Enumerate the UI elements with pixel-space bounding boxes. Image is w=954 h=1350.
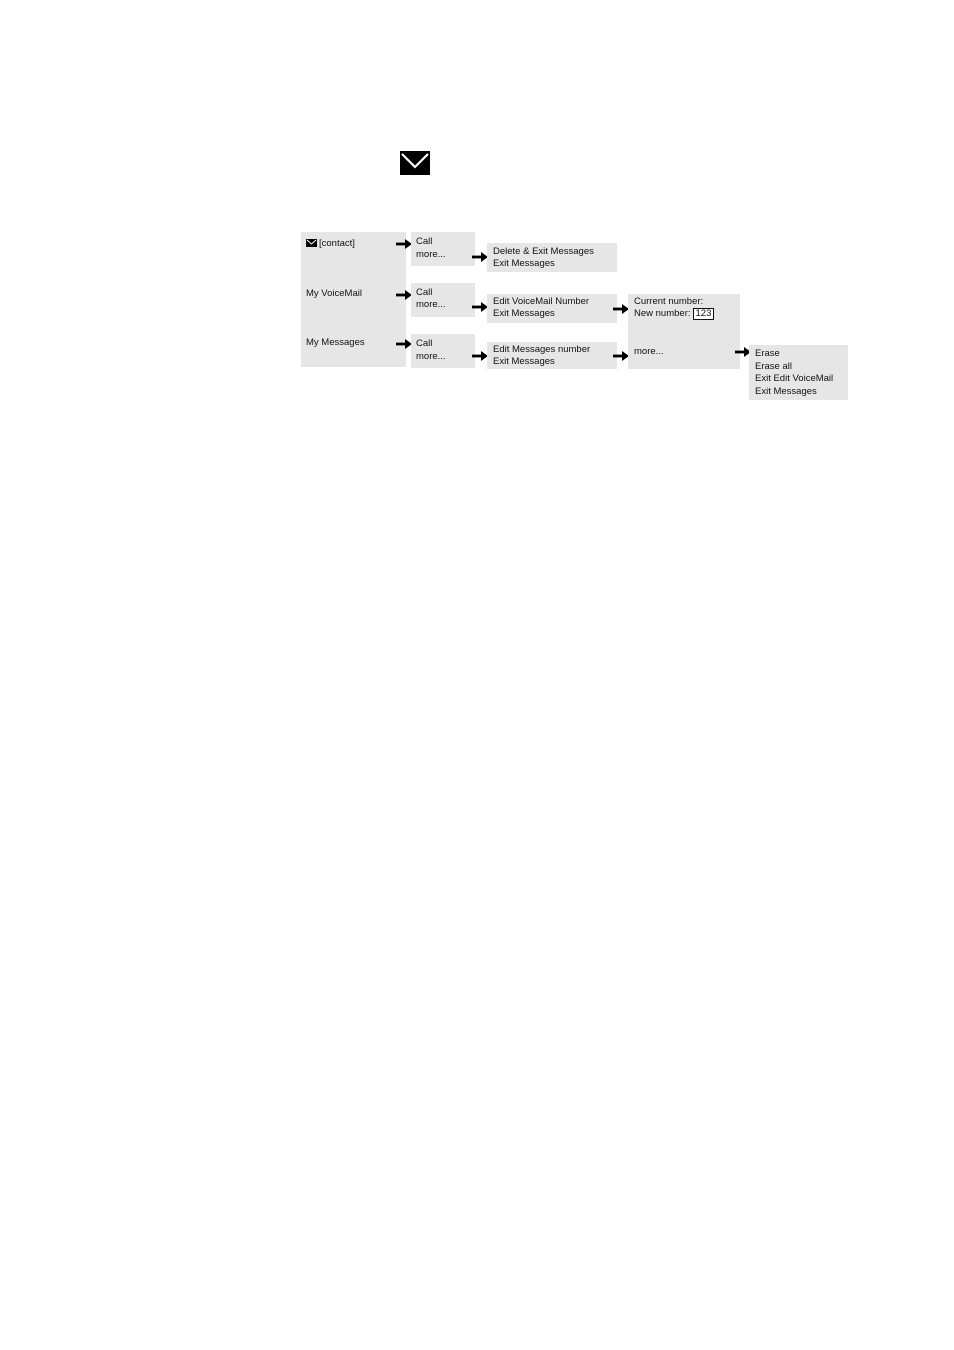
arrow-icon [472,252,488,262]
root-menu [301,232,406,367]
new-number-input[interactable]: 123 [692,308,715,320]
erase-option[interactable]: Erase [755,348,780,359]
arrow-icon [396,239,412,249]
edit-voicemail-number-option[interactable]: Edit VoiceMail Number [493,296,590,307]
submenu-messages [487,342,617,369]
arrow-icon [396,339,412,349]
exit-messages-option[interactable]: Exit Messages [493,308,555,319]
more-option[interactable]: more... [416,249,446,260]
more-option[interactable]: more... [416,299,446,310]
exit-messages-option[interactable]: Exit Messages [493,258,555,269]
call-menu-messages [411,334,475,368]
exit-edit-voicemail-option[interactable]: Exit Edit VoiceMail [755,373,834,384]
erase-all-option[interactable]: Erase all [755,361,792,372]
arrow-icon [396,290,412,300]
envelope-icon [306,239,317,247]
delete-exit-option[interactable]: Delete & Exit Messages [493,246,594,257]
arrow-icon [472,302,488,312]
more-option[interactable]: more... [416,351,446,362]
root-item-contact-label: [contact] [319,238,355,249]
current-number-label: Current number: [634,296,704,307]
exit-messages-option[interactable]: Exit Messages [493,356,555,367]
call-option[interactable]: Call [416,236,433,247]
arrow-icon [613,304,629,314]
more-option[interactable]: more... [634,346,664,357]
erase-menu [749,345,848,400]
root-item-voicemail[interactable]: My VoiceMail [306,288,362,299]
edit-messages-number-option[interactable]: Edit Messages number [493,344,591,355]
submenu-contact [487,243,617,272]
new-number-row: New number:123 [634,308,715,321]
call-option[interactable]: Call [416,338,433,349]
number-editor-panel [628,294,740,369]
call-option[interactable]: Call [416,287,433,298]
envelope-icon [400,151,430,175]
root-item-messages[interactable]: My Messages [306,337,365,348]
call-menu-contact [411,232,475,266]
root-item-contact[interactable]: [contact] [306,238,355,251]
submenu-voicemail [487,294,617,323]
exit-messages-option[interactable]: Exit Messages [755,386,817,397]
call-menu-voicemail [411,283,475,317]
arrow-icon [613,351,629,361]
arrow-icon [472,351,488,361]
new-number-label: New number: [634,308,691,319]
